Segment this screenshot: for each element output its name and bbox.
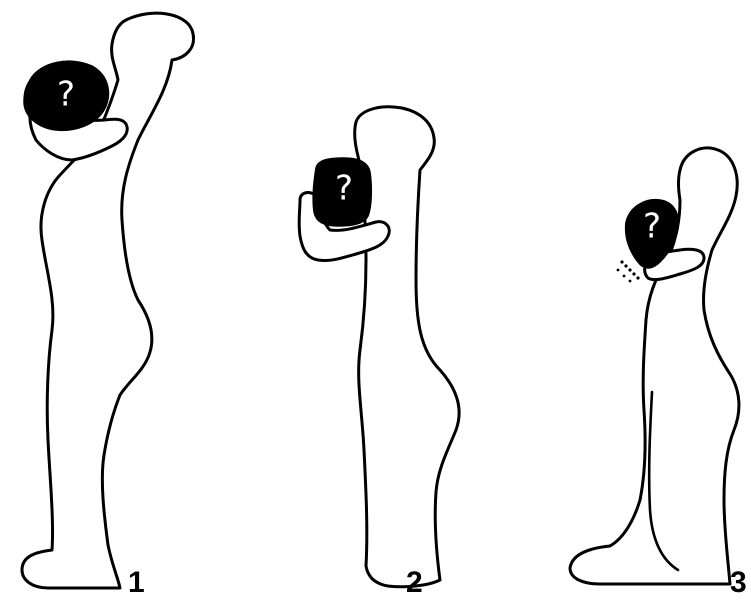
figure-number-3: 3 <box>730 566 747 599</box>
figurine-2-object-mark: ? <box>335 169 353 209</box>
figurine-1-object-mark: ? <box>57 75 75 115</box>
figure-number-1: 1 <box>128 566 145 599</box>
figurine-3-dots <box>617 260 640 282</box>
figure-number-2: 2 <box>406 566 423 599</box>
figurine-2: ? 2 <box>299 107 459 599</box>
figurine-3: ? 3 <box>570 148 747 599</box>
figurine-3-object-mark: ? <box>643 207 661 247</box>
figurine-1: ? 1 <box>22 13 194 599</box>
